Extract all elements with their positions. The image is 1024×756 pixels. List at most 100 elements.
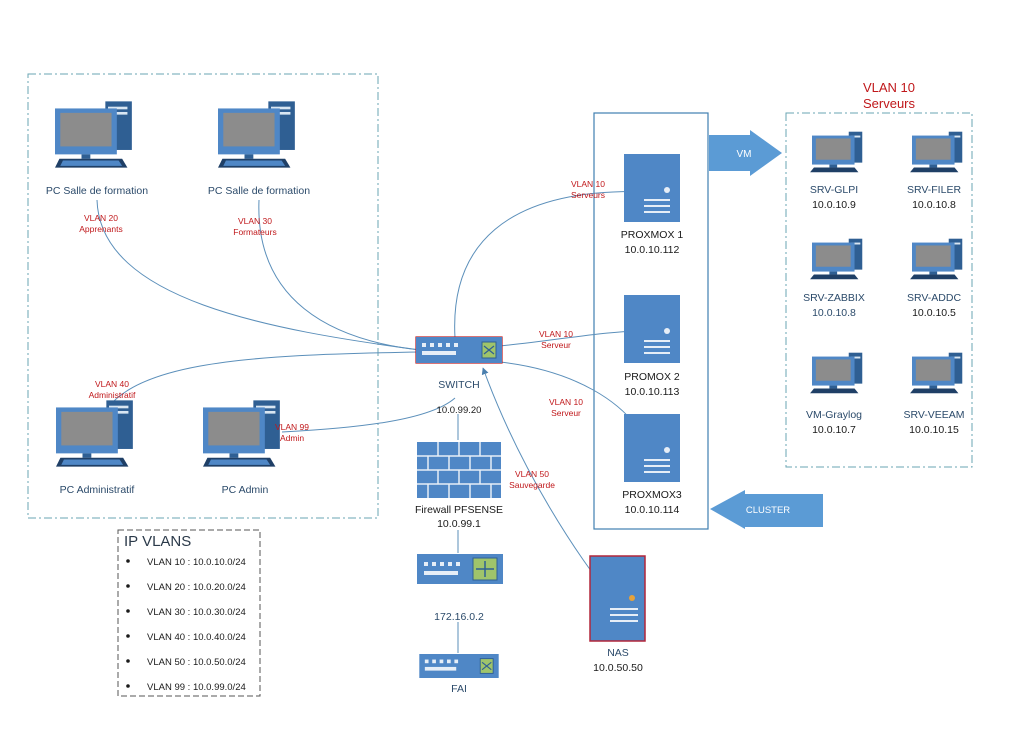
link-pc-admin xyxy=(281,397,456,433)
vlan10-zone xyxy=(785,112,973,468)
vlan-desc: Sauvegarde xyxy=(509,480,555,490)
cluster-box xyxy=(593,112,709,530)
nas-ip: 10.0.50.50 xyxy=(593,662,643,674)
brick-firewall-icon xyxy=(417,442,501,498)
link-pc-salle2 xyxy=(258,199,421,351)
cluster-arrow: CLUSTER xyxy=(710,490,823,529)
server-computer-icon xyxy=(810,352,863,394)
vlan-desc: Admin xyxy=(280,433,304,443)
legend-box xyxy=(117,529,261,697)
server-name: VM-Graylog xyxy=(806,409,862,421)
router-icon xyxy=(417,554,503,584)
legend-item: VLAN 40 : 10.0.40.0/24 xyxy=(126,632,246,643)
vlan-label: VLAN 10 xyxy=(549,397,583,407)
legend-item: VLAN 50 : 10.0.50.0/24 xyxy=(126,657,246,668)
fai-label: FAI xyxy=(451,683,467,695)
server-ip: 10.0.10.7 xyxy=(812,424,856,436)
vm-arrow: VM xyxy=(709,130,782,176)
vlan-label: VLAN 20 xyxy=(84,213,118,223)
fai[interactable]: FAI xyxy=(418,653,500,695)
node-ip: 10.0.10.114 xyxy=(625,504,680,516)
node-name: PROXMOX 1 xyxy=(621,229,684,241)
pc-salle-formation-2[interactable]: PC Salle de formation VLAN 30 Formateurs xyxy=(208,101,310,237)
router-ip: 172.16.0.2 xyxy=(434,611,484,623)
server-srv-veeam[interactable]: SRV-VEEAM 10.0.10.15 xyxy=(903,352,965,436)
pc-administratif[interactable]: PC Administratif VLAN 40 Administratif xyxy=(56,379,136,496)
bullet-icon xyxy=(126,609,130,613)
legend-item-text: VLAN 30 : 10.0.30.0/24 xyxy=(147,607,246,618)
vlan-label: VLAN 40 xyxy=(95,379,129,389)
node-ip: 10.0.10.113 xyxy=(625,386,680,398)
cluster-label: CLUSTER xyxy=(746,505,790,516)
server-name: SRV-VEEAM xyxy=(903,409,964,421)
firewall-label: Firewall PFSENSE xyxy=(415,504,503,516)
legend-title: IP VLANS xyxy=(124,533,191,550)
bullet-icon xyxy=(126,559,130,563)
vlan-desc: Serveur xyxy=(551,408,581,418)
server-computer-icon xyxy=(810,131,863,173)
legend-item-text: VLAN 20 : 10.0.20.0/24 xyxy=(147,582,246,593)
vlan-label: VLAN 10 xyxy=(539,329,573,339)
legend-item-text: VLAN 10 : 10.0.10.0/24 xyxy=(147,557,246,568)
vlan-label: VLAN 10 xyxy=(571,179,605,189)
firewall[interactable]: Firewall PFSENSE 10.0.99.1 xyxy=(415,442,503,530)
link-proxmox1 xyxy=(454,188,656,339)
proxmox-node-1[interactable]: PROXMOX 1 10.0.10.112 VLAN 10 Serveurs xyxy=(571,154,683,256)
server-tower-icon xyxy=(624,414,680,482)
vlan10-subtitle: Serveurs xyxy=(863,96,916,111)
arrow-right-icon xyxy=(709,130,782,176)
switch-label: SWITCH xyxy=(438,379,479,391)
legend-item: VLAN 99 : 10.0.99.0/24 xyxy=(126,682,246,693)
vlan-label: VLAN 99 xyxy=(275,422,309,432)
pc-salle-formation-1[interactable]: PC Salle de formation VLAN 20 Apprenants xyxy=(46,101,148,234)
vlan-desc: Formateurs xyxy=(233,227,276,237)
vlan-desc: Administratif xyxy=(89,390,136,400)
vm-label: VM xyxy=(737,149,752,160)
server-ip: 10.0.10.5 xyxy=(912,307,956,319)
server-name: SRV-GLPI xyxy=(810,184,858,196)
server-srv-filer[interactable]: SRV-FILER 10.0.10.8 xyxy=(907,131,963,211)
firewall-ip: 10.0.99.1 xyxy=(437,518,481,530)
router[interactable]: 172.16.0.2 xyxy=(417,554,503,623)
server-tower-icon xyxy=(624,295,680,363)
desktop-computer-icon xyxy=(203,400,280,467)
nas-led xyxy=(629,595,635,601)
bullet-icon xyxy=(126,634,130,638)
server-vm-graylog[interactable]: VM-Graylog 10.0.10.7 xyxy=(806,352,863,436)
server-ip: 10.0.10.8 xyxy=(912,199,956,211)
server-ip: 10.0.10.9 xyxy=(812,199,856,211)
node-ip: 10.0.10.112 xyxy=(625,244,680,256)
vlan-desc: Serveur xyxy=(541,340,571,350)
server-srv-zabbix[interactable]: SRV-ZABBIX 10.0.10.8 xyxy=(803,238,865,319)
nas[interactable]: NAS 10.0.50.50 VLAN 50 Sauvegarde xyxy=(509,469,646,674)
link-pc-salle1 xyxy=(96,199,421,351)
server-computer-icon xyxy=(910,131,963,173)
server-srv-addc[interactable]: SRV-ADDC 10.0.10.5 xyxy=(907,238,963,319)
bullet-icon xyxy=(126,684,130,688)
bullet-icon xyxy=(126,584,130,588)
proxmox-node-3[interactable]: PROXMOX3 10.0.10.114 VLAN 10 Serveur xyxy=(549,397,682,516)
server-tower-icon xyxy=(589,555,646,642)
server-srv-glpi[interactable]: SRV-GLPI 10.0.10.9 xyxy=(810,131,863,211)
pc-label: PC Administratif xyxy=(60,484,135,496)
switch[interactable]: SWITCH 10.0.99.20 xyxy=(415,336,503,416)
legend-item: VLAN 20 : 10.0.20.0/24 xyxy=(126,582,246,593)
pc-admin[interactable]: PC Admin VLAN 99 Admin xyxy=(203,400,309,496)
nas-name: NAS xyxy=(607,647,629,659)
arrow-left-icon xyxy=(710,490,823,529)
proxmox-node-2[interactable]: PROMOX 2 10.0.10.113 VLAN 10 Serveur xyxy=(539,295,680,398)
vlan-label: VLAN 50 xyxy=(515,469,549,479)
legend-item-text: VLAN 40 : 10.0.40.0/24 xyxy=(147,632,246,643)
server-name: SRV-ADDC xyxy=(907,292,961,304)
server-computer-icon xyxy=(910,238,963,280)
network-switch-icon xyxy=(415,336,503,364)
legend: IP VLANS VLAN 10 : 10.0.10.0/24 VLAN 20 … xyxy=(124,533,246,693)
switch-ip: 10.0.99.20 xyxy=(437,405,482,416)
bullet-icon xyxy=(126,659,130,663)
lan-zone xyxy=(27,73,379,519)
legend-item-text: VLAN 99 : 10.0.99.0/24 xyxy=(147,682,246,693)
pc-label: PC Salle de formation xyxy=(46,185,148,197)
vlan-label: VLAN 30 xyxy=(238,216,272,226)
node-name: PROXMOX3 xyxy=(622,489,682,501)
